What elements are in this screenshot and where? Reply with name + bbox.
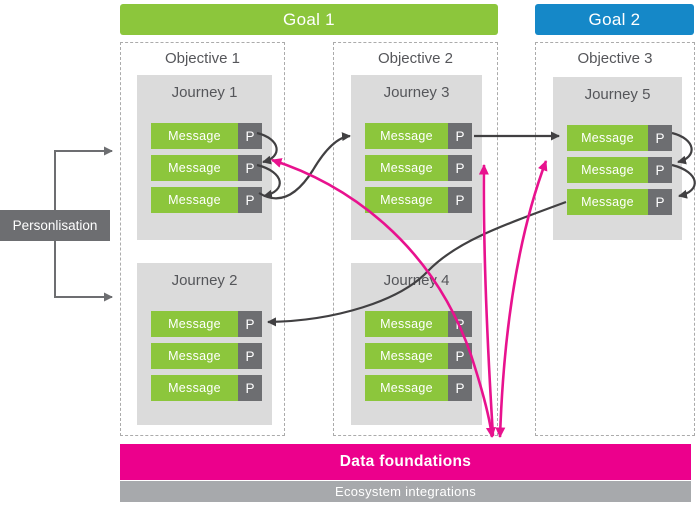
objective-1-label: Objective 1 (164, 50, 241, 67)
personalisation-box: Personlisation (0, 210, 110, 241)
message-row: Message P (151, 311, 262, 337)
message-row: Message P (365, 311, 472, 337)
p-block: P (448, 311, 472, 337)
message-block: Message (151, 311, 238, 337)
journey-5-box: Journey 5 Message P Message P Message P (553, 77, 682, 240)
p-block: P (448, 155, 472, 181)
journey-4-box: Journey 4 Message P Message P Message P (351, 263, 482, 425)
message-row: Message P (365, 123, 472, 149)
message-block: Message (151, 375, 238, 401)
message-block: Message (567, 125, 648, 151)
message-row: Message P (151, 187, 262, 213)
message-block: Message (365, 155, 448, 181)
message-block: Message (365, 187, 448, 213)
journey-1-label: Journey 1 (171, 84, 238, 101)
message-row: Message P (151, 375, 262, 401)
journey-1-box: Journey 1 Message P Message P Message P (137, 75, 272, 240)
message-row: Message P (151, 155, 262, 181)
objective-2-label: Objective 2 (377, 50, 454, 67)
message-block: Message (567, 157, 648, 183)
objective-3-label: Objective 3 (577, 50, 653, 67)
ecosystem-integrations-bar: Ecosystem integrations (120, 481, 691, 502)
p-block: P (238, 155, 262, 181)
message-block: Message (151, 343, 238, 369)
journey-4-label: Journey 4 (383, 272, 450, 289)
goal-1-bar: Goal 1 (120, 4, 498, 35)
message-block: Message (567, 189, 648, 215)
journey-5-label: Journey 5 (584, 86, 651, 103)
message-row: Message P (365, 375, 472, 401)
message-block: Message (365, 311, 448, 337)
p-block: P (238, 343, 262, 369)
message-row: Message P (365, 155, 472, 181)
message-row: Message P (151, 343, 262, 369)
personalisation-connector-top (54, 146, 113, 210)
message-block: Message (365, 123, 448, 149)
personalisation-connector-bottom (54, 241, 113, 302)
p-block: P (238, 123, 262, 149)
p-block: P (448, 187, 472, 213)
p-block: P (648, 125, 672, 151)
p-block: P (448, 375, 472, 401)
data-foundations-bar: Data foundations (120, 444, 691, 480)
message-block: Message (365, 375, 448, 401)
p-block: P (448, 343, 472, 369)
journey-2-box: Journey 2 Message P Message P Message P (137, 263, 272, 425)
message-block: Message (151, 187, 238, 213)
p-block: P (238, 311, 262, 337)
message-row: Message P (365, 343, 472, 369)
message-row: Message P (365, 187, 472, 213)
p-block: P (448, 123, 472, 149)
message-row: Message P (567, 189, 672, 215)
p-block: P (648, 189, 672, 215)
message-block: Message (151, 155, 238, 181)
journey-3-box: Journey 3 Message P Message P Message P (351, 75, 482, 240)
message-row: Message P (567, 157, 672, 183)
p-block: P (238, 187, 262, 213)
goal-2-bar: Goal 2 (535, 4, 694, 35)
message-row: Message P (567, 125, 672, 151)
p-block: P (238, 375, 262, 401)
p-block: P (648, 157, 672, 183)
journey-3-label: Journey 3 (383, 84, 450, 101)
journey-2-label: Journey 2 (171, 272, 238, 289)
message-row: Message P (151, 123, 262, 149)
message-block: Message (365, 343, 448, 369)
message-block: Message (151, 123, 238, 149)
